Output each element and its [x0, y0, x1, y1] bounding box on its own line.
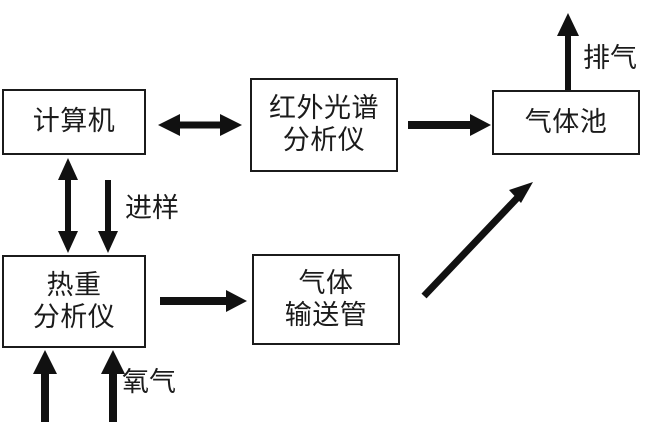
arrow-transfer-line-to-gas-cell — [421, 182, 533, 299]
arrow-exhaust — [557, 13, 579, 90]
node-gas-transfer-line: 气体 输送管 — [252, 254, 400, 345]
label-exhaust: 排气 — [583, 43, 637, 74]
arrow-inlet-left — [33, 350, 57, 422]
arrow-sample-injection — [98, 180, 118, 253]
node-computer: 计算机 — [2, 89, 146, 155]
arrow-tga-to-transfer-line — [160, 290, 247, 312]
arrow-computer-ir — [158, 114, 242, 136]
node-ir-spectrometer: 红外光谱 分析仪 — [250, 78, 398, 172]
arrow-ir-to-gas-cell — [408, 114, 491, 136]
node-gas-cell: 气体池 — [492, 90, 640, 155]
label-sample-injection: 进样 — [125, 193, 179, 224]
label-oxygen: 氧气 — [122, 367, 176, 398]
arrow-computer-tga — [58, 158, 78, 253]
node-tga: 热重 分析仪 — [2, 255, 146, 348]
